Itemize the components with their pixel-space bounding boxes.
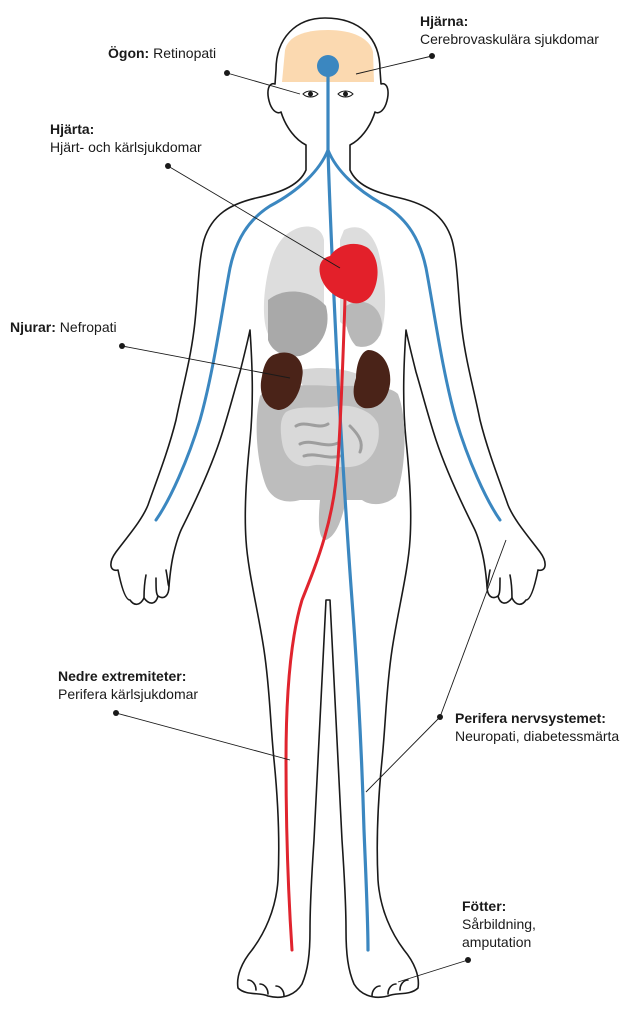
brain-label-title: Hjärna: <box>420 13 468 29</box>
feet-label-line2: amputation <box>462 933 536 951</box>
brain-label-text: Cerebrovaskulära sjukdomar <box>420 30 599 48</box>
kidneys-label-text: Nefropati <box>60 319 117 335</box>
legs-label-title: Nedre extremiteter: <box>58 668 186 684</box>
heart-label-text: Hjärt- och kärlsjukdomar <box>50 138 202 156</box>
heart-label-title: Hjärta: <box>50 121 94 137</box>
nerves-label: Perifera nervsystemet: Neuropati, diabet… <box>455 709 619 745</box>
feet-label-title: Fötter: <box>462 898 506 914</box>
legs-label-text: Perifera kärlsjukdomar <box>58 685 198 703</box>
brain-label: Hjärna: Cerebrovaskulära sjukdomar <box>420 12 599 48</box>
leader-lines <box>116 56 506 982</box>
legs-label: Nedre extremiteter: Perifera kärlsjukdom… <box>58 667 198 703</box>
eyes-label-title: Ögon: <box>108 45 149 61</box>
eyes-label: Ögon: Retinopati <box>108 44 216 62</box>
leader-dots <box>113 53 471 963</box>
nerves-label-text: Neuropati, diabetessmärta <box>455 727 619 745</box>
feet-label-line1: Sårbildning, <box>462 915 536 933</box>
heart <box>319 244 377 304</box>
feet-label: Fötter: Sårbildning, amputation <box>462 897 536 951</box>
kidneys-label: Njurar: Nefropati <box>10 318 117 336</box>
nerves-label-title: Perifera nervsystemet: <box>455 710 606 726</box>
eyes-label-text: Retinopati <box>153 45 216 61</box>
kidneys-label-title: Njurar: <box>10 319 56 335</box>
heart-label: Hjärta: Hjärt- och kärlsjukdomar <box>50 120 202 156</box>
